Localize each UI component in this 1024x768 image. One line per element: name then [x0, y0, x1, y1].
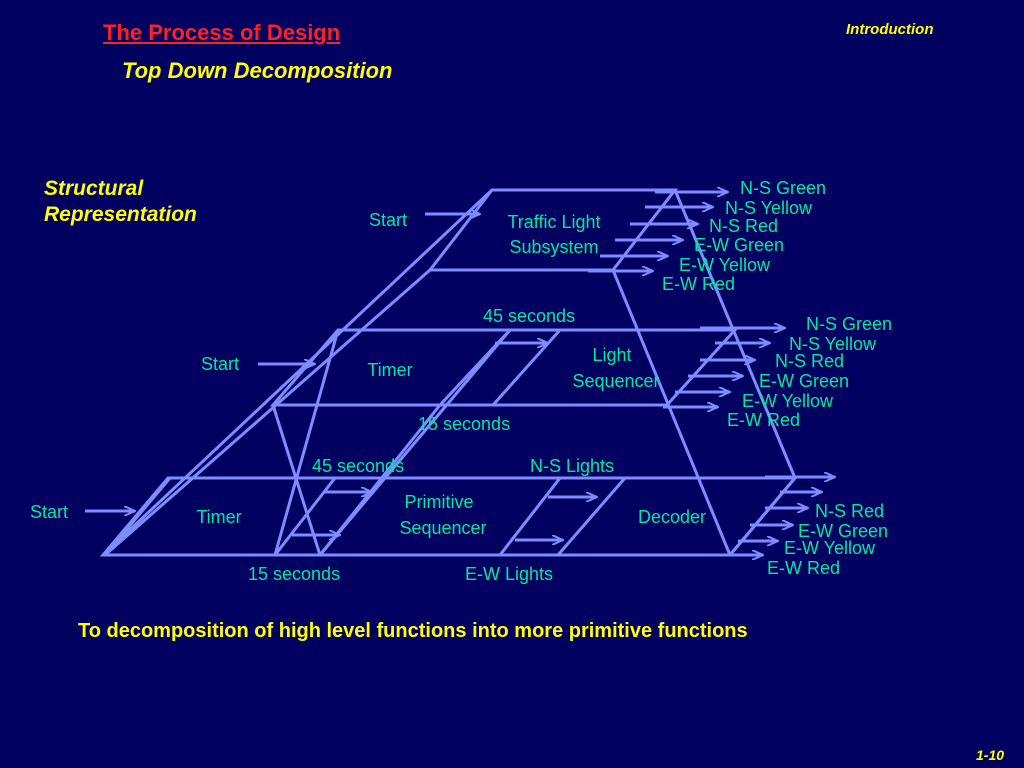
level2-output: N-S Red [775, 351, 844, 371]
level3-output: N-S Red [815, 501, 884, 521]
level2-timer-label: Timer [367, 360, 412, 380]
level1-block-line2: Subsystem [509, 237, 598, 257]
level3-sequencer-box [316, 476, 564, 557]
level3-ns-lights-label: N-S Lights [530, 456, 614, 476]
level3-output: E-W Green [798, 521, 888, 541]
level2-sequencer-line2: Sequencer [572, 371, 659, 391]
level2-arrows [258, 328, 785, 407]
level1-output: E-W Green [694, 235, 784, 255]
page-number: 1-10 [976, 747, 1005, 763]
level2-output: E-W Yellow [742, 391, 834, 411]
level2-sequencer-line1: Light [592, 345, 631, 365]
level3-output: E-W Yellow [784, 538, 876, 558]
level1-output: E-W Red [662, 274, 735, 294]
level1-output: E-W Yellow [679, 255, 771, 275]
level2-output: N-S Yellow [789, 334, 877, 354]
level2-15s-label: 15 seconds [418, 414, 510, 434]
level3-45s-label: 45 seconds [312, 456, 404, 476]
level3-arrows [85, 477, 835, 555]
level2-output: E-W Green [759, 371, 849, 391]
level2-plane [269, 328, 739, 407]
level3-timer-label: Timer [196, 507, 241, 527]
level2-output: N-S Green [806, 314, 892, 334]
level3-ew-lights-label: E-W Lights [465, 564, 553, 584]
level3-decoder-label: Decoder [638, 507, 706, 527]
level3-start-label: Start [30, 502, 68, 522]
level1-output: N-S Green [740, 178, 826, 198]
level3-output: E-W Red [767, 558, 840, 578]
level3-sequencer-line1: Primitive [404, 492, 473, 512]
pyramid-edges [101, 188, 797, 557]
level3-15s-label: 15 seconds [248, 564, 340, 584]
level1-arrows [425, 192, 728, 271]
level2-45s-label: 45 seconds [483, 306, 575, 326]
slide-caption: To decomposition of high level functions… [78, 620, 748, 642]
level1-block-line1: Traffic Light [507, 212, 600, 232]
structural-representation-label: Structural Representation [44, 177, 197, 226]
slide-subtitle: Top Down Decomposition [122, 58, 393, 83]
level3-sequencer-line2: Sequencer [399, 518, 486, 538]
level2-divider-b [491, 329, 562, 406]
level1-start-label: Start [369, 210, 407, 230]
level1-output: N-S Red [709, 216, 778, 236]
level2-output: E-W Red [727, 410, 800, 430]
slide-title: The Process of Design [103, 20, 341, 45]
level2-start-label: Start [201, 354, 239, 374]
section-label: Introduction [846, 21, 934, 38]
level1-output: N-S Yellow [725, 198, 813, 218]
